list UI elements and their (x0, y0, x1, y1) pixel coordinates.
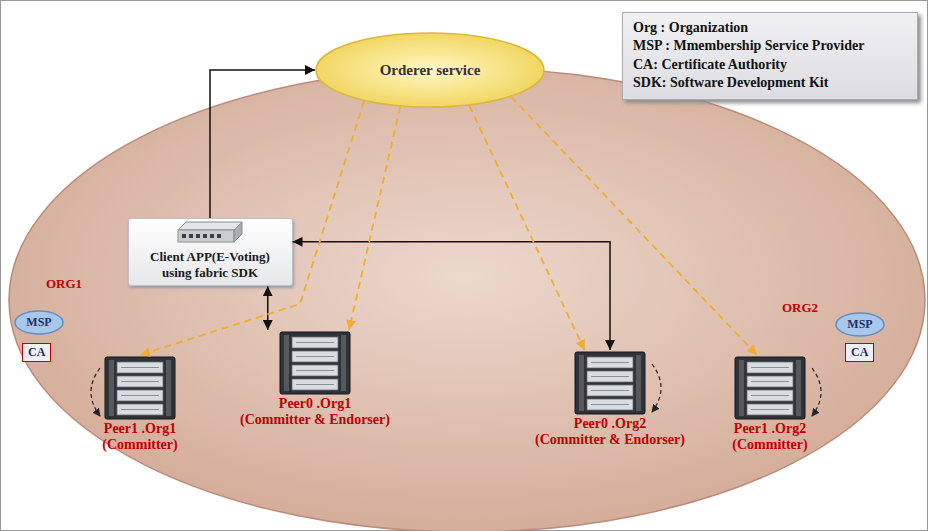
org-label: ORG1 (46, 276, 82, 292)
peer-label: (Committer) (705, 437, 835, 453)
app-label: Client APP(E-Voting) using fabric SDK (135, 249, 286, 280)
service-label: Orderer service (380, 62, 481, 79)
legend-entry: SDK: Software Development Kit (633, 74, 907, 92)
badge-label: CA (851, 345, 868, 360)
peer-node: Peer0 .Org1(Committer & Endorser) (230, 330, 400, 428)
org-region: MSPCAPeer0 .Org2(Committer & Endorser)Pe… (447, 210, 917, 480)
server-icon (575, 352, 645, 414)
peer-label: (Committer) (75, 437, 205, 453)
request-arrow (293, 242, 611, 350)
broadcast-arrow (349, 107, 400, 330)
badge-label: CA (28, 345, 45, 360)
peer-label: (Committer & Endorser) (525, 432, 695, 448)
peer-label: Peer0 .Org2 (525, 416, 695, 432)
legend-entry: Org : Organization (633, 19, 907, 37)
client-app-box: Client APP(E-Voting) using fabric SDK (128, 218, 293, 286)
org-label: ORG2 (782, 300, 818, 316)
peer-node: Peer0 .Org2(Committer & Endorser) (525, 350, 695, 448)
org-region: MSP CA Client APP(E-Voting) using fabric S… (6, 195, 454, 475)
peer-label: (Committer & Endorser) (230, 412, 400, 428)
msp-badge: MSP (14, 310, 64, 335)
legend-box: Org : OrganizationMSP : Mmembership Serv… (622, 12, 918, 100)
server-icon (105, 357, 175, 419)
request-arrow (210, 70, 315, 218)
broadcast-arrow (511, 97, 757, 355)
sync-loop (91, 364, 821, 416)
router-icon (178, 222, 242, 242)
legend-entry: CA: Certificate Authority (633, 56, 907, 74)
server-icon (735, 357, 805, 419)
legend-entry: MSP : Mmembership Service Provider (633, 37, 907, 55)
peer-label: Peer0 .Org1 (230, 396, 400, 412)
ellipse-outline (447, 210, 747, 360)
badge-label: MSP (26, 315, 51, 330)
peer-label: Peer1 .Org2 (705, 421, 835, 437)
broadcast-arrow (140, 101, 364, 355)
orderer-ellipse: Orderer service (315, 32, 545, 108)
msp-badge: MSP (835, 312, 885, 337)
peer-node: Peer1 .Org2(Committer) (705, 355, 835, 453)
badge-label: MSP (847, 317, 872, 332)
ca-badge: CA (845, 343, 874, 362)
broadcast-arrow (469, 106, 584, 350)
network-ellipse (9, 68, 925, 531)
peer-label: Peer1 .Org1 (75, 421, 205, 437)
server-icon (280, 332, 350, 394)
peer-node: Peer1 .Org1(Committer) (75, 355, 205, 453)
ca-badge: CA (22, 343, 51, 362)
request-arrow (267, 286, 269, 330)
